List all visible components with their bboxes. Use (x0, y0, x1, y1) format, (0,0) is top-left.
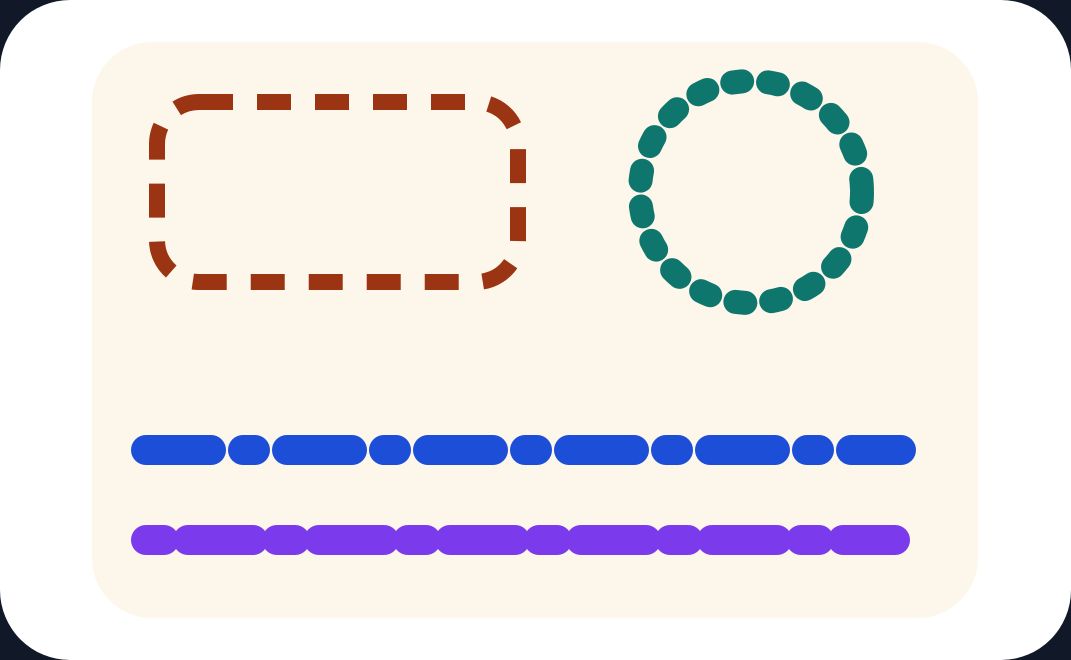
dotted-circle (628, 69, 874, 315)
panel-background (92, 42, 978, 618)
dashed-rounded-rectangle (149, 94, 526, 290)
